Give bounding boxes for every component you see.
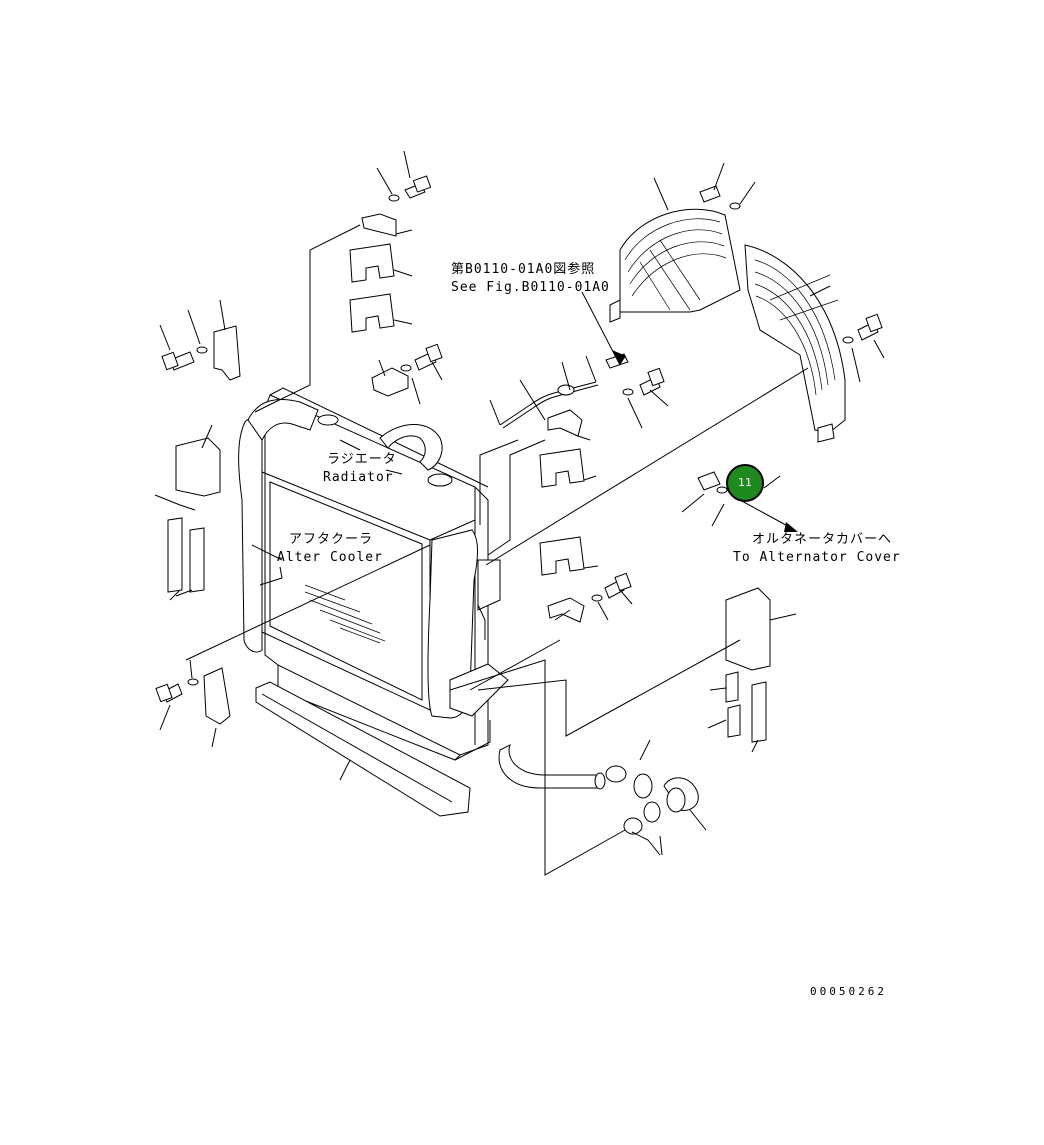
aftercooler-label-en: Alter Cooler <box>277 550 383 565</box>
alternator-label-jp: オルタネータカバーへ <box>752 532 893 547</box>
brackets-and-cushions <box>167 213 771 743</box>
leader-lines <box>154 150 885 876</box>
hoses-and-clamps <box>498 353 699 835</box>
radiator-assembly <box>238 387 509 817</box>
alternator-label-en: To Alternator Cover <box>733 550 901 565</box>
drawing-number: 00050262 <box>810 985 887 998</box>
see-fig-label-jp: 第B0110-01A0図参照 <box>451 262 596 277</box>
fan-shroud <box>609 208 846 443</box>
aftercooler-label-jp: アフタクーラ <box>289 532 374 547</box>
radiator-label-en: Radiator <box>323 470 394 485</box>
radiator-label-jp: ラジエータ <box>327 452 397 467</box>
fasteners <box>155 175 883 703</box>
part-callout-11[interactable]: 11 <box>726 464 764 502</box>
see-fig-label-en: See Fig.B0110-01A0 <box>451 280 610 295</box>
